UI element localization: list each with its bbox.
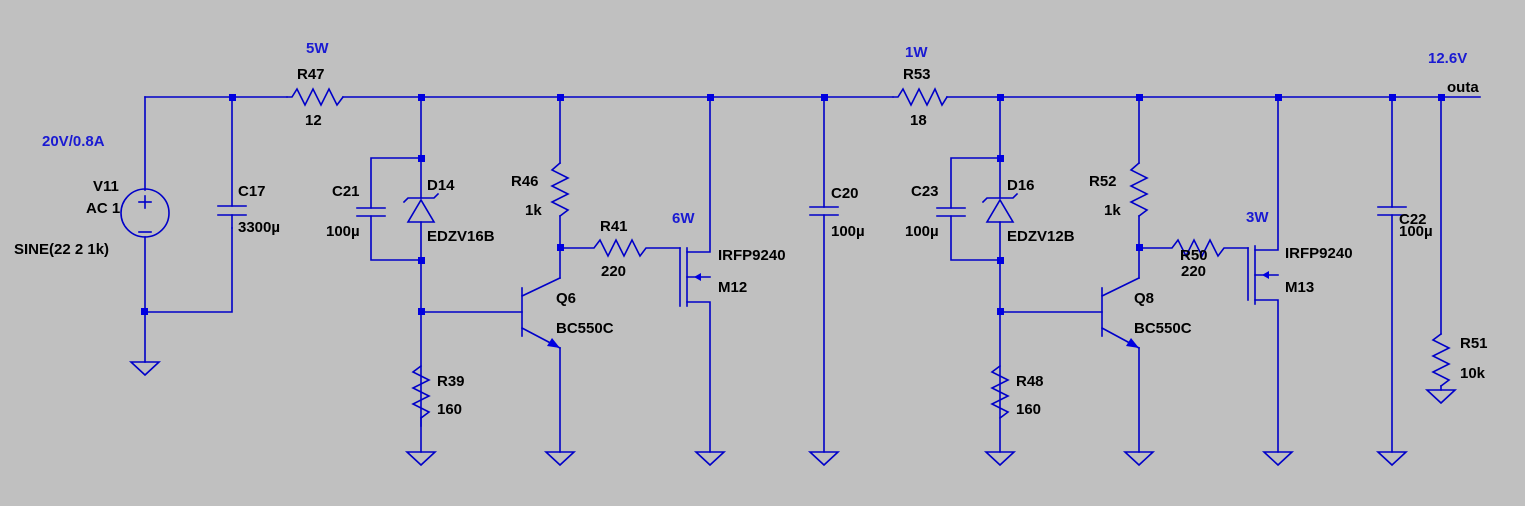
resistor-r53[interactable] [892,87,949,107]
annotation-r47-power: 5W [306,40,329,57]
r52-ref: R52 [1089,173,1117,190]
capacitor-c20[interactable] [809,96,839,453]
junction-dots [141,94,1445,315]
mosfet-m12[interactable] [679,96,711,453]
annotation-r53-power: 1W [905,44,928,61]
c22-value: 100µ [1399,223,1433,240]
r39-value: 160 [437,401,462,418]
r47-value: 12 [305,112,322,129]
m12-ref: M12 [718,279,747,296]
ground-c22 [1375,451,1409,467]
q6-value: BC550C [556,320,614,337]
r50-value: 220 [1181,263,1206,280]
zener-d14[interactable] [402,192,440,223]
resistor-r47[interactable] [286,87,345,107]
annotation-m12-power: 6W [672,210,695,227]
r53-value: 18 [910,112,927,129]
transistor-q8[interactable] [1100,276,1141,453]
r51-ref: R51 [1460,335,1488,352]
q6-ref: Q6 [556,290,576,307]
ground-m13 [1261,451,1295,467]
c23-ref: C23 [911,183,939,200]
resistor-r50[interactable] [1138,238,1249,258]
c20-ref: C20 [831,185,859,202]
ground-r39 [404,417,438,467]
ground-m12 [693,451,727,467]
v11-ref: V11 [93,178,119,195]
capacitor-c17[interactable] [217,96,247,229]
d16-ref: D16 [1007,177,1035,194]
ground-q8 [1122,451,1156,467]
ground-q6 [543,451,577,467]
r53-ref: R53 [903,66,931,83]
r41-ref: R41 [600,218,628,235]
resistor-r41[interactable] [559,238,681,258]
c17-value: 3300µ [238,219,280,236]
annotation-supply: 20V/0.8A [42,133,105,150]
c22-ref: C22 [1399,211,1427,228]
ground-r48 [983,451,1017,467]
capacitor-c22[interactable] [1377,96,1407,453]
ground-c20 [807,451,841,467]
annotation-m13-power: 3W [1246,209,1269,226]
m12-value: IRFP9240 [718,247,786,264]
transistor-q6[interactable] [520,276,562,453]
ground-v11 [128,361,162,377]
d16-value: EDZV12B [1007,228,1075,245]
v11-value: SINE(22 2 1k) [14,241,109,258]
r46-ref: R46 [511,173,539,190]
zener-d16[interactable] [981,192,1019,223]
c21-ref: C21 [332,183,360,200]
q8-value: BC550C [1134,320,1192,337]
source-v11[interactable] [120,96,233,363]
ground-r51 [1424,389,1458,405]
c23-value: 100µ [905,223,939,240]
r46-value: 1k [525,202,542,219]
r51-value: 10k [1460,365,1486,382]
m13-ref: M13 [1285,279,1314,296]
d14-ref: D14 [427,177,455,194]
c21-value: 100µ [326,223,360,240]
stage2-zener-network [936,96,1103,453]
resistor-r39[interactable] [411,364,431,420]
net-label-outa: outa [1447,79,1479,96]
r48-value: 160 [1016,401,1041,418]
v11-type: AC 1 [86,200,120,217]
resistor-r51[interactable] [1431,96,1451,391]
resistor-r48[interactable] [990,364,1010,420]
d14-value: EDZV16B [427,228,495,245]
annotation-output-voltage: 12.6V [1428,50,1467,67]
m13-value: IRFP9240 [1285,245,1353,262]
mosfet-m13[interactable] [1247,96,1279,453]
r41-value: 220 [601,263,626,280]
r52-value: 1k [1104,202,1121,219]
c20-value: 100µ [831,223,865,240]
r48-ref: R48 [1016,373,1044,390]
r50-ref: R50 [1180,247,1208,264]
r39-ref: R39 [437,373,465,390]
q8-ref: Q8 [1134,290,1154,307]
c17-ref: C17 [238,183,266,200]
r47-ref: R47 [297,66,325,83]
